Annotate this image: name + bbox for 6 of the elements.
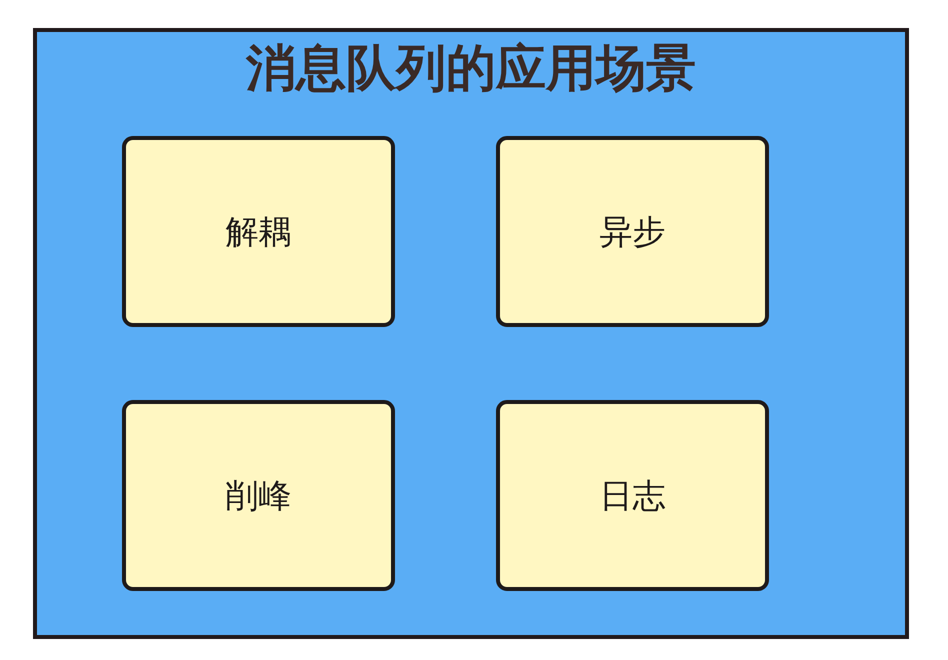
title: 消息队列的应用场景 — [246, 38, 696, 98]
scenario-box: 异步 — [496, 136, 769, 327]
scenario-box: 解耦 — [122, 136, 395, 327]
scenario-box: 日志 — [496, 400, 769, 591]
scenario-box: 削峰 — [122, 400, 395, 591]
panel — [33, 28, 909, 639]
